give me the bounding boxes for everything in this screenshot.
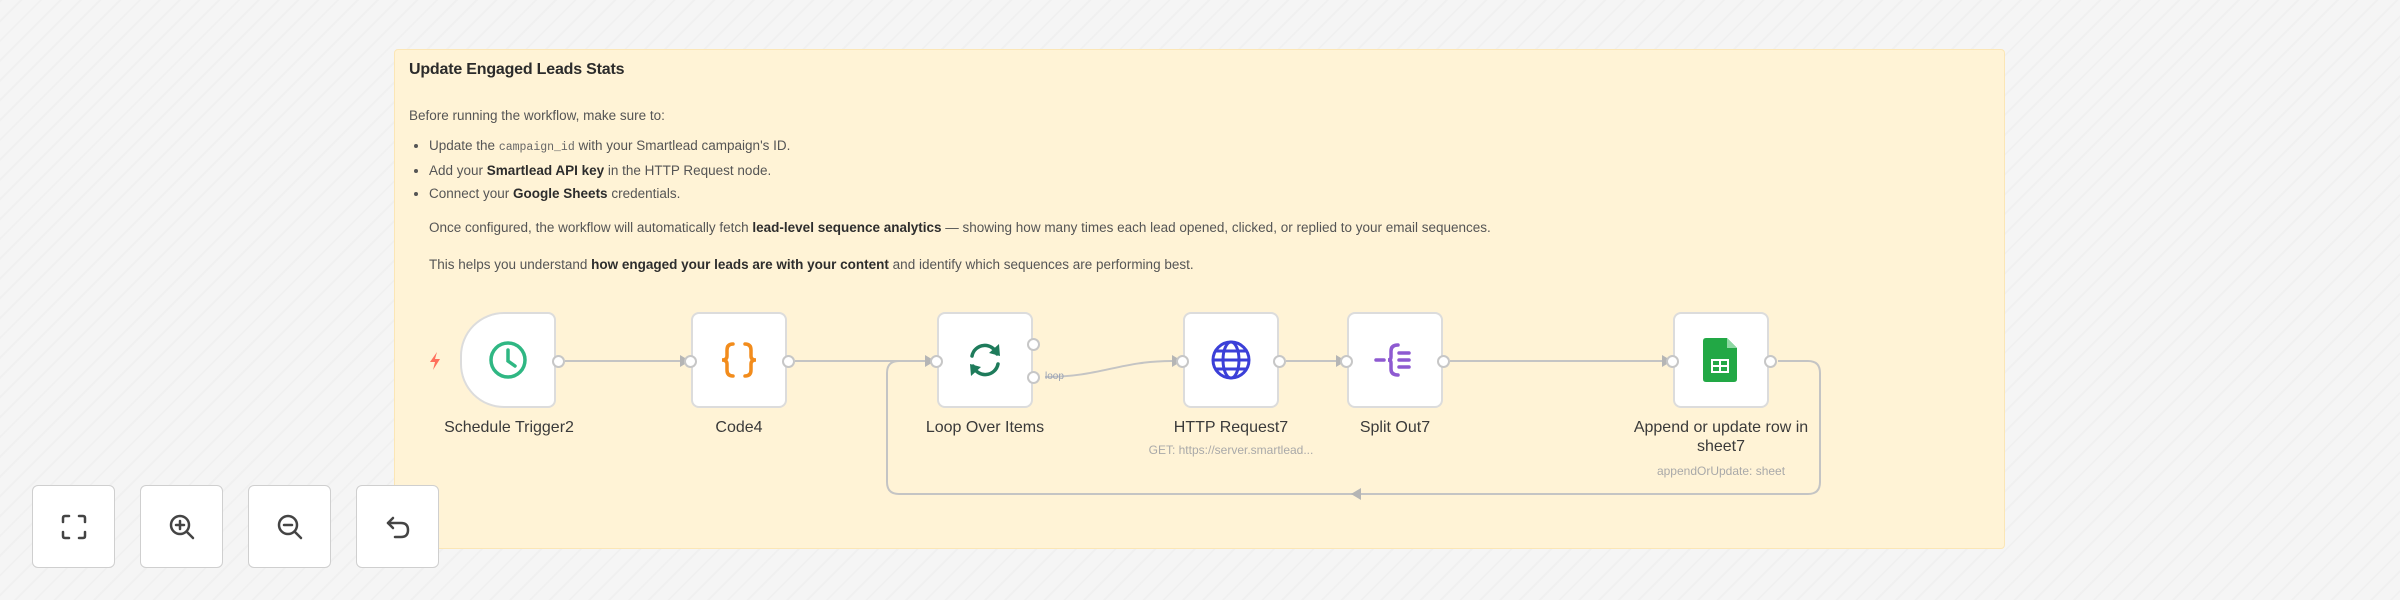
fit-view-icon [61, 514, 86, 539]
node-split-out[interactable] [1347, 312, 1443, 408]
globe-icon [1211, 340, 1251, 380]
refresh-icon [970, 343, 1000, 377]
input-handle[interactable] [1340, 355, 1353, 368]
bold-text: Smartlead API key [486, 163, 605, 178]
zoom-out-button[interactable] [248, 485, 331, 568]
output-handle[interactable] [1437, 355, 1450, 368]
checklist-item: Update the campaign_id with your Smartle… [429, 134, 790, 159]
undo-icon [386, 516, 409, 538]
text: credentials. [607, 186, 681, 201]
bold-text: lead-level sequence analytics [752, 220, 942, 235]
input-handle[interactable] [930, 355, 943, 368]
node-subtitle: GET: https://server.smartlead... [1148, 443, 1314, 457]
inline-code: campaign_id [498, 141, 575, 154]
input-handle[interactable] [1666, 355, 1679, 368]
node-label: Schedule Trigger2 [444, 419, 574, 436]
node-code[interactable] [691, 312, 787, 408]
node-http-request[interactable] [1183, 312, 1279, 408]
text: — showing how many times each lead opene… [941, 220, 1491, 235]
node-label: Loop Over Items [925, 419, 1045, 436]
text: and identify which sequences are perform… [888, 257, 1194, 272]
code-braces-icon [721, 342, 757, 378]
node-loop-over-items[interactable] [937, 312, 1033, 408]
node-label: Append or update row in sheet7 [1633, 419, 1809, 455]
sticky-note-checklist: Update the campaign_id with your Smartle… [409, 134, 790, 205]
text: Add your [429, 163, 487, 178]
sticky-note-title: Update Engaged Leads Stats [409, 61, 625, 78]
output-handle-done[interactable] [1027, 338, 1040, 351]
output-handle[interactable] [1273, 355, 1286, 368]
zoom-out-icon [277, 514, 302, 539]
lightning-bolt-icon [430, 352, 440, 370]
google-sheets-icon [1703, 338, 1737, 382]
sticky-note-paragraph: This helps you understand how engaged yo… [429, 257, 1194, 272]
checklist-item: Add your Smartlead API key in the HTTP R… [429, 159, 790, 182]
sticky-note-intro: Before running the workflow, make sure t… [409, 108, 665, 123]
text: Update the [429, 138, 499, 153]
split-out-icon [1374, 343, 1411, 377]
sticky-note-paragraph: Once configured, the workflow will autom… [429, 220, 1491, 235]
output-handle-loop[interactable] [1027, 371, 1040, 384]
clock-icon [489, 341, 527, 379]
bold-text: how engaged your leads are with your con… [591, 257, 889, 272]
output-handle[interactable] [1764, 355, 1777, 368]
reset-zoom-button[interactable] [356, 485, 439, 568]
text: with your Smartlead campaign's ID. [574, 138, 791, 153]
node-google-sheets[interactable] [1673, 312, 1769, 408]
node-subtitle: appendOrUpdate: sheet [1656, 464, 1786, 478]
node-schedule-trigger[interactable] [460, 312, 556, 408]
text: Once configured, the workflow will autom… [429, 220, 753, 235]
input-handle[interactable] [1176, 355, 1189, 368]
zoom-in-button[interactable] [140, 485, 223, 568]
edge-label-loop: loop [1045, 371, 1064, 382]
node-label: Split Out7 [1359, 419, 1431, 436]
zoom-in-icon [169, 514, 194, 539]
input-handle[interactable] [684, 355, 697, 368]
node-label: Code4 [715, 419, 763, 436]
node-label: HTTP Request7 [1173, 419, 1289, 436]
zoom-to-fit-button[interactable] [32, 485, 115, 568]
output-handle[interactable] [782, 355, 795, 368]
text: Connect your [429, 186, 514, 201]
output-handle[interactable] [552, 355, 565, 368]
checklist-item: Connect your Google Sheets credentials. [429, 182, 790, 205]
text: in the HTTP Request node. [604, 163, 772, 178]
bold-text: Google Sheets [513, 186, 608, 201]
text: This helps you understand [429, 257, 592, 272]
